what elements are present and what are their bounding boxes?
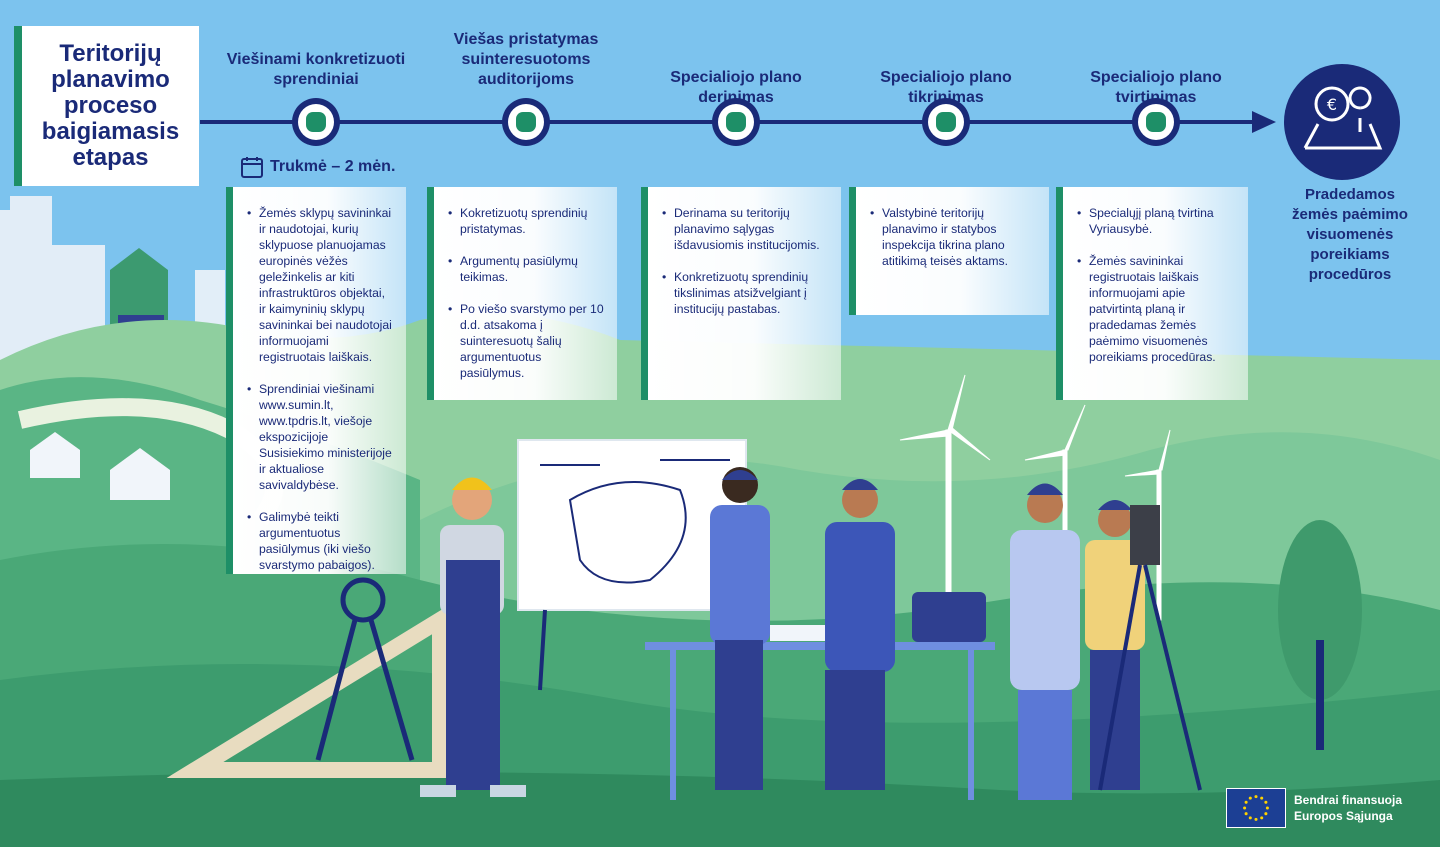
easel-board [517, 439, 747, 691]
title-box: Teritorijų planavimo proceso baigiamasis… [14, 26, 199, 186]
eu-line-2: Europos Sąjunga [1294, 809, 1393, 823]
step-label-3: Specialiojo plano derinimas [670, 69, 802, 106]
compass [315, 577, 415, 761]
final-label: Pradedamos žemės paėmimo visuomenės pore… [1292, 186, 1408, 283]
duration: Trukmė – 2 mėn. [240, 155, 395, 179]
bullet: Žemės sklypų savininkai ir naudotojai, k… [247, 205, 394, 365]
timeline-node-2 [502, 98, 550, 146]
step-card-5: Specialųjį planą tvirtina Vyriausybė. Že… [1056, 187, 1248, 400]
bullet: Specialųjį planą tvirtina Vyriausybė. [1077, 205, 1236, 237]
step-label-2: Viešas pristatymas suinteresuotoms audit… [453, 31, 599, 88]
bullet: Valstybinė teritorijų planavimo ir staty… [870, 205, 1037, 269]
step-label-1: Viešinami konkretizuoti sprendiniai [226, 51, 406, 88]
step-label-5: Specialiojo plano tvirtinimas [1090, 69, 1222, 106]
step-label-4: Specialiojo plano tikrinimas [880, 69, 1012, 106]
bullet: Konkretizuotų sprendinių tikslinimas ats… [662, 269, 829, 317]
timeline-node-5 [1132, 98, 1180, 146]
bullet: Sprendiniai viešinami www.sumin.lt, www.… [247, 381, 394, 493]
timeline-node-1 [292, 98, 340, 146]
eu-funding-badge: Bendrai finansuoja Europos Sąjunga [1226, 788, 1402, 828]
euro-location-icon: € [1284, 64, 1400, 180]
bullet: Galimybė teikti argumentuotus pasiūlymus… [247, 509, 394, 573]
houses [30, 432, 170, 500]
eu-line-1: Bendrai finansuoja [1294, 793, 1403, 807]
eu-flag-icon [1226, 788, 1286, 828]
bullet: Kokretizuotų sprendinių pristatymas. [448, 205, 605, 237]
timeline-node-4 [922, 98, 970, 146]
worker-notes [1010, 483, 1080, 800]
eu-text: Bendrai finansuoja Europos Sąjunga [1294, 792, 1402, 824]
set-square [166, 605, 448, 778]
timeline-arrow-head [1252, 111, 1276, 133]
svg-text:€: € [1327, 95, 1337, 114]
step-card-2: Kokretizuotų sprendinių pristatymas. Arg… [427, 187, 617, 400]
worker-overalls [420, 477, 526, 797]
worker-clipboard [825, 479, 895, 790]
step-card-4: Valstybinė teritorijų planavimo ir staty… [849, 187, 1049, 315]
page-title: Teritorijų planavimo proceso baigiamasis… [41, 40, 180, 171]
bullet: Žemės savininkai registruotais laiškais … [1077, 253, 1236, 365]
duration-text: Trukmė – 2 mėn. [270, 158, 396, 175]
bullet: Derinama su teritorijų planavimo sąlygas… [662, 205, 829, 253]
worker-surveyor [1085, 500, 1202, 791]
bullet: Argumentų pasiūlymų teikimas. [448, 253, 605, 285]
worker-back [710, 467, 770, 790]
foreground [0, 772, 1440, 847]
step-card-3: Derinama su teritorijų planavimo sąlygas… [641, 187, 841, 400]
timeline-node-3 [712, 98, 760, 146]
calendar-icon [241, 157, 263, 178]
step-card-1: Žemės sklypų savininkai ir naudotojai, k… [226, 187, 406, 574]
tree [1278, 520, 1362, 750]
bullet: Po viešo svarstymo per 10 d.d. atsakoma … [448, 301, 605, 381]
